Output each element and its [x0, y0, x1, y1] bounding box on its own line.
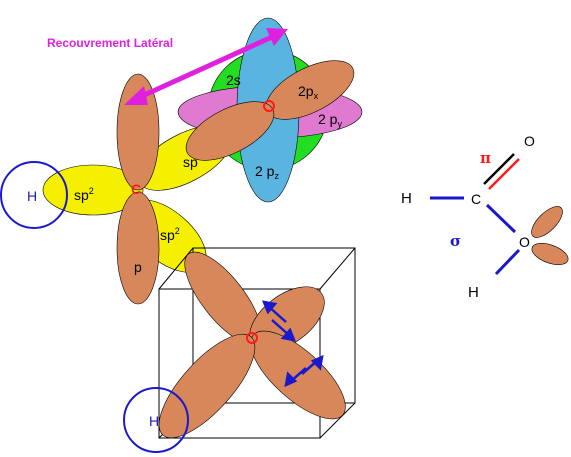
mol-o-top: O	[524, 133, 535, 149]
sigma-symbol: σ	[450, 232, 461, 250]
electron-pair-upper	[262, 300, 296, 342]
lateral-overlap-arrow	[124, 28, 288, 105]
label-2py: 2 py	[318, 111, 342, 129]
electron-pair-lower	[284, 354, 324, 388]
molecule-bonds	[430, 153, 521, 276]
label-2s: 2s	[226, 72, 241, 88]
sp2-left-label: sp2	[74, 186, 94, 203]
p-lower-lobe	[116, 191, 160, 305]
h-left-label: H	[27, 188, 37, 204]
mol-h-top: H	[401, 190, 412, 207]
title-label: Recouvrement Latéral	[47, 36, 173, 50]
molecule-lone-pair-lower	[531, 243, 569, 265]
mol-c: C	[471, 191, 481, 207]
pi-symbol: π	[480, 149, 491, 167]
sp2-left-lobe	[42, 164, 144, 216]
molecule-lone-pair-upper	[531, 206, 563, 238]
label-2pz: 2 pz	[255, 163, 279, 181]
carbon-atom-label: C	[131, 181, 141, 197]
mol-o-right: O	[519, 234, 530, 250]
sp3-lobe-lower-left	[158, 333, 256, 439]
oxygen-top-atom	[263, 100, 275, 112]
sp2-lower-label: sp2	[160, 226, 180, 243]
h-left-circle	[0, 161, 68, 229]
mol-h-bottom: H	[468, 284, 479, 301]
label-2px: 2px	[298, 83, 319, 101]
p-label: p	[134, 259, 142, 275]
h-bottom-label: H	[149, 413, 159, 429]
h-bottom-circle	[123, 387, 189, 453]
oxygen-bottom-atom	[246, 332, 258, 344]
